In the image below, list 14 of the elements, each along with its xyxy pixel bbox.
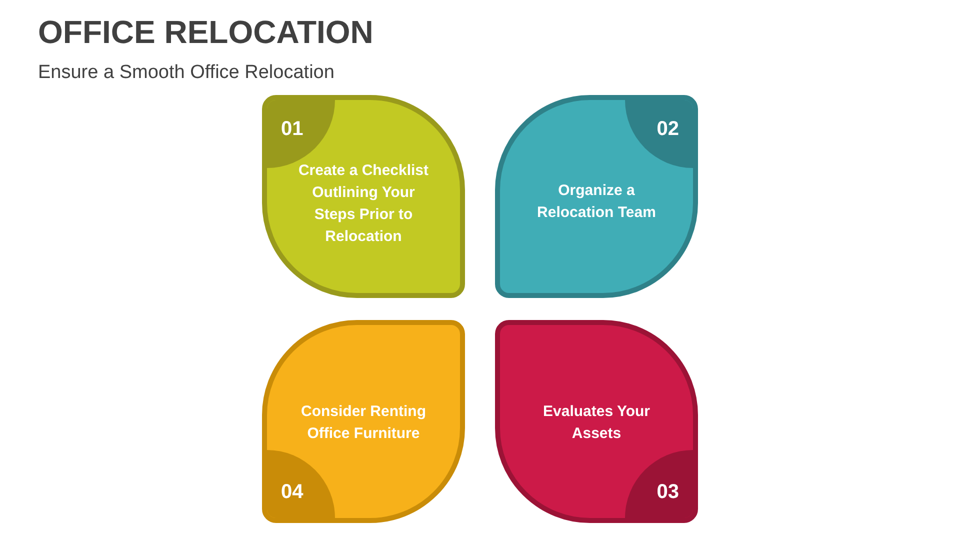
step-text: Create a Checklist Outlining Your Steps Prior to Relocation <box>297 161 430 247</box>
leaf-card <box>262 95 465 298</box>
step-number: 01 <box>281 118 304 141</box>
step-number: 04 <box>281 481 304 504</box>
step-text: Evaluates Your Assets <box>542 402 651 444</box>
title: OFFICE RELOCATION <box>38 14 374 51</box>
step-text: Consider Renting Office Furniture <box>300 402 427 444</box>
leaf-card <box>262 320 465 523</box>
step-text: Organize a Relocation Team <box>536 181 657 223</box>
leaf-card <box>495 95 698 298</box>
leaf-card <box>495 320 698 523</box>
subtitle: Ensure a Smooth Office Relocation <box>38 62 334 84</box>
step-number: 02 <box>656 118 679 141</box>
step-number: 03 <box>656 481 679 504</box>
